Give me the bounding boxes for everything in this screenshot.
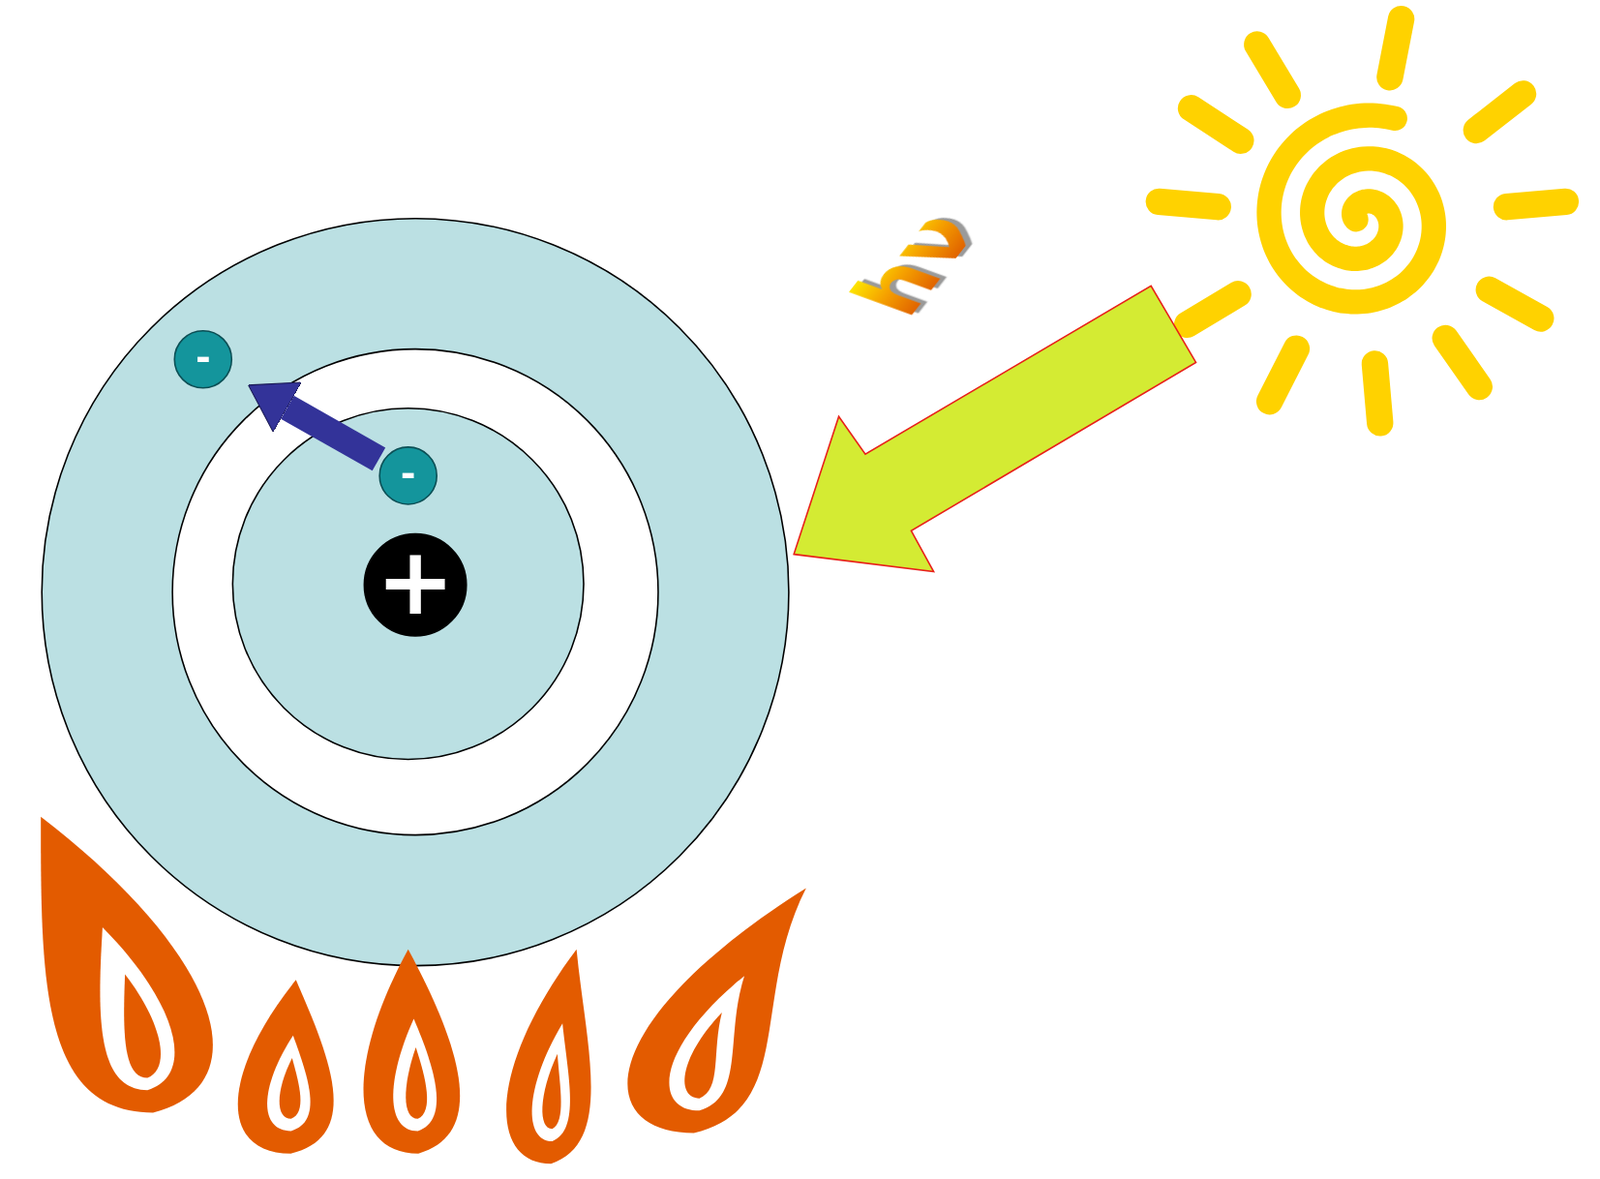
sun-ray xyxy=(1257,44,1288,95)
flame-core xyxy=(392,1018,437,1131)
flame-body xyxy=(506,949,591,1164)
sun-ray xyxy=(1506,201,1566,207)
flame-core xyxy=(668,975,745,1111)
sun-ray xyxy=(1269,348,1298,401)
flame xyxy=(627,887,806,1133)
flame-body xyxy=(40,816,213,1114)
sun-ray xyxy=(1158,201,1218,207)
electron: - xyxy=(173,330,233,390)
sun-ray xyxy=(1488,289,1540,319)
electron: - xyxy=(378,446,438,506)
flame-body xyxy=(362,949,460,1154)
light-arrow xyxy=(793,285,1196,572)
photon-energy-label: hν xyxy=(838,203,994,326)
atom-shells xyxy=(41,218,789,967)
node-circle xyxy=(174,331,232,389)
transition-arrow xyxy=(287,407,380,460)
node-circle xyxy=(363,534,466,636)
charge-sign: + xyxy=(375,535,454,630)
flame-body xyxy=(238,979,334,1153)
flame xyxy=(40,816,213,1114)
flames xyxy=(40,816,807,1165)
flame-tongue xyxy=(405,1047,427,1119)
flame-core xyxy=(267,1035,311,1132)
flame-tongue xyxy=(279,1057,302,1119)
sun-ray xyxy=(1187,294,1238,326)
flame-tongue xyxy=(684,1012,722,1099)
sun-ray xyxy=(1191,108,1241,141)
flame-body xyxy=(627,887,806,1133)
flame-core xyxy=(99,927,175,1090)
flame-core xyxy=(532,1023,571,1142)
sun-ray xyxy=(1476,93,1523,131)
flame xyxy=(238,979,334,1153)
nucleus: + xyxy=(362,532,468,637)
sun-symbol xyxy=(1158,19,1566,423)
shell-gap xyxy=(172,349,659,836)
sun-ray xyxy=(1389,19,1402,78)
flame xyxy=(506,949,591,1164)
flame-tongue xyxy=(123,974,161,1079)
sun-spiral xyxy=(1268,115,1434,302)
outer-shell xyxy=(41,218,789,967)
electron-sign: - xyxy=(400,454,417,492)
flame-tongue xyxy=(542,1054,561,1130)
electron-sign: - xyxy=(195,338,212,376)
inner-shell xyxy=(232,408,584,760)
sun-ray xyxy=(1374,363,1380,423)
sun-ray xyxy=(1445,337,1480,387)
flame xyxy=(362,949,460,1154)
node-circle xyxy=(379,447,437,505)
